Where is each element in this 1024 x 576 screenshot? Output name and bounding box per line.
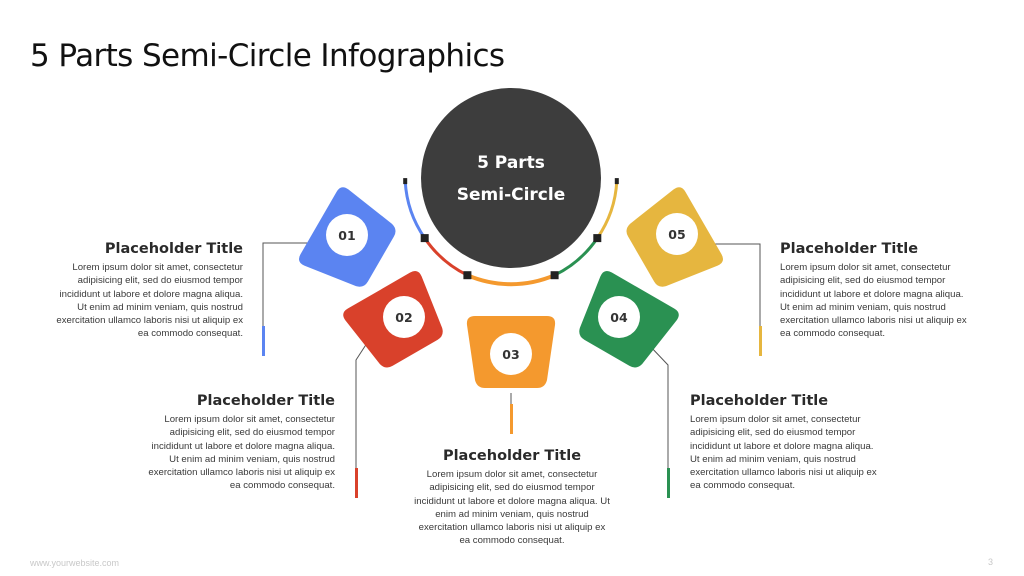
part-title-02: Placeholder Title [196, 393, 335, 409]
text-block-01: Placeholder Title Lorem ipsum dolor sit … [53, 241, 243, 341]
arc-node [614, 178, 619, 185]
arc-node [593, 234, 602, 243]
connector-accent-4 [667, 468, 670, 498]
page-number: 3 [988, 557, 994, 567]
number-circle-03 [490, 333, 532, 375]
connector-line-1 [262, 242, 323, 345]
part-body-05: Lorem ipsum dolor sit amet, consectetur … [780, 262, 967, 340]
connector-accent-2 [355, 468, 358, 498]
text-block-02: Placeholder Title Lorem ipsum dolor sit … [145, 393, 335, 493]
connector-line-2 [355, 339, 370, 498]
arc-node [550, 271, 559, 280]
part-title-01: Placeholder Title [104, 241, 243, 257]
text-block-05: Placeholder Title Lorem ipsum dolor sit … [780, 241, 970, 341]
number-circle-01 [326, 214, 368, 256]
slide-title: 5 Parts Semi-Circle Infographics [30, 38, 505, 74]
connector-accent-5 [759, 326, 762, 356]
part-number-01: 01 [338, 228, 355, 243]
text-block-03: Placeholder Title Lorem ipsum dolor sit … [414, 448, 610, 548]
part-body-03: Lorem ipsum dolor sit amet, consectetur … [414, 469, 610, 547]
connector-line-4 [648, 344, 669, 498]
part-title-05: Placeholder Title [780, 241, 919, 257]
part-body-02: Lorem ipsum dolor sit amet, consectetur … [148, 414, 335, 492]
connector-accent-3 [510, 404, 513, 434]
footer-website: www.yourwebsite.com [30, 558, 120, 568]
arc-segment-3 [466, 273, 556, 287]
part-title-03: Placeholder Title [442, 448, 582, 464]
connector-line-5 [700, 243, 761, 356]
arc-node [420, 234, 429, 243]
part-body-01: Lorem ipsum dolor sit amet, consectetur … [56, 262, 243, 340]
part-body-04: Lorem ipsum dolor sit amet, consectetur … [690, 414, 877, 492]
arc-node [403, 178, 408, 185]
arc-node [463, 271, 472, 280]
center-label-line1: 5 Parts [477, 153, 545, 173]
number-circle-04 [598, 296, 640, 338]
number-circle-02 [383, 296, 425, 338]
text-block-04: Placeholder Title Lorem ipsum dolor sit … [690, 393, 880, 493]
part-number-05: 05 [668, 227, 685, 242]
center-circle [421, 88, 601, 268]
part-title-04: Placeholder Title [690, 393, 829, 409]
part-number-03: 03 [502, 347, 519, 362]
number-circle-05 [656, 213, 698, 255]
connector-accent-1 [262, 326, 265, 356]
center-label-line2: Semi-Circle [457, 185, 566, 205]
part-number-02: 02 [395, 310, 412, 325]
part-number-04: 04 [610, 310, 628, 325]
